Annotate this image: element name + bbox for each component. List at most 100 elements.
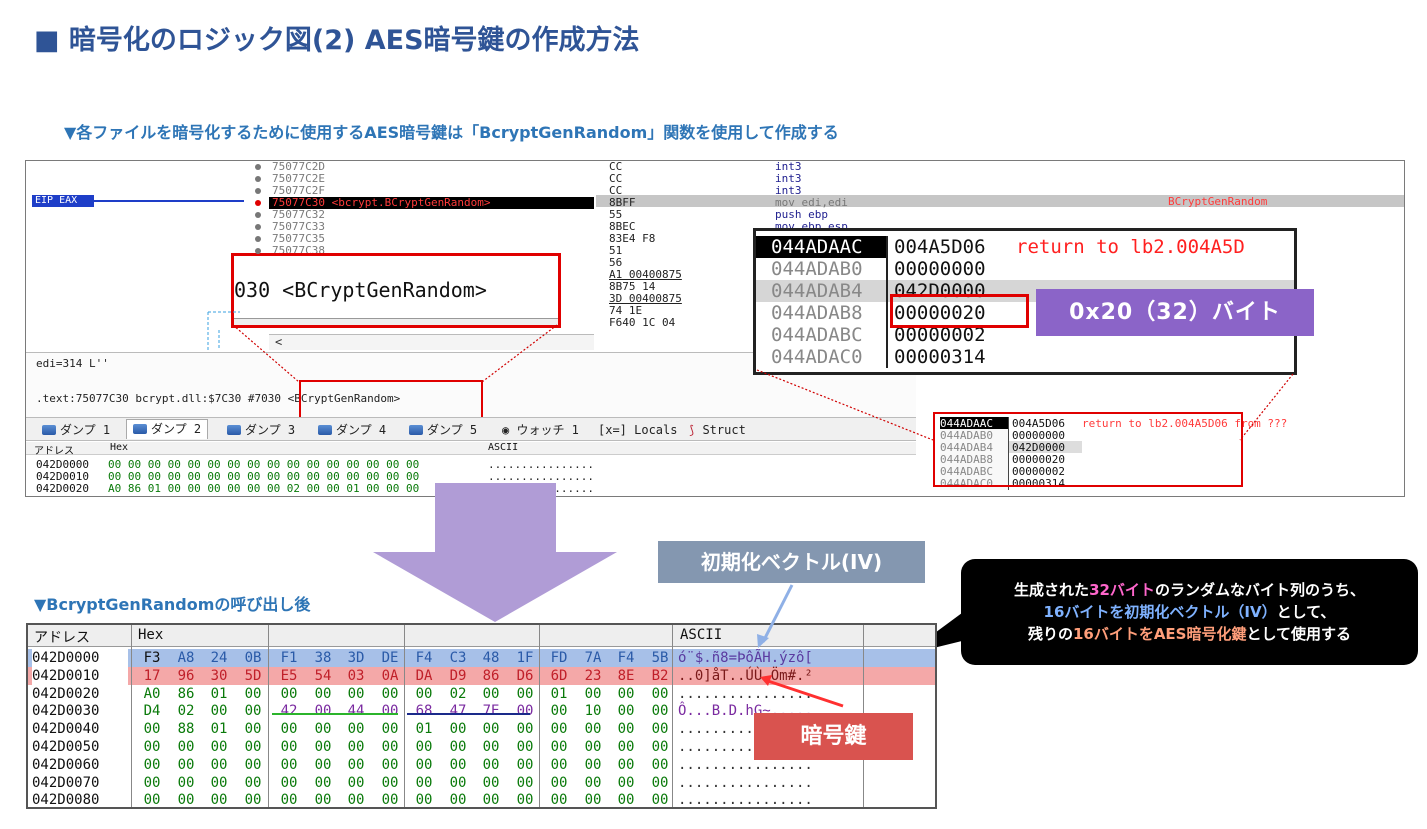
- disasm-address[interactable]: 75077C38: [272, 245, 325, 257]
- disasm-bytes: 8B75 14: [609, 281, 656, 293]
- function-zoom-text: 030 <BCryptGenRandom>: [234, 278, 487, 302]
- struct-icon: ⟆: [688, 423, 703, 437]
- size-value-highlight: [890, 294, 1029, 328]
- disasm-bytes: 51: [609, 245, 623, 257]
- horizontal-scrollbar[interactable]: <: [269, 334, 594, 350]
- dump-icon: [318, 425, 332, 435]
- info-line-2: .text:75077C30 bcrypt.dll:$7C30 #7030 <B…: [36, 392, 401, 405]
- disasm-bytes: 8BEC: [609, 221, 636, 233]
- tab-dump-2[interactable]: ダンプ 2: [126, 419, 209, 439]
- eip-arrow-line: [94, 200, 244, 202]
- breakpoint-dot[interactable]: [255, 212, 261, 218]
- disasm-bytes: CC: [609, 173, 623, 185]
- disasm-address[interactable]: 75077C33: [272, 221, 325, 233]
- breakpoint-dot[interactable]: [255, 200, 261, 206]
- size-label: 0x20（32）バイト: [1036, 289, 1314, 336]
- explanation-callout: 生成された32バイトのランダムなバイト列のうち、 16バイトを初期化ベクトル（I…: [961, 559, 1418, 665]
- tab-watch-1[interactable]: ◉ ウォッチ 1: [502, 423, 579, 437]
- eip-label: EIP EAX: [32, 195, 94, 207]
- disasm-instruction: int3: [775, 173, 802, 185]
- disasm-bytes: F640 1C 04: [609, 317, 676, 329]
- dump-icon: [409, 425, 423, 435]
- dump-icon: [227, 425, 241, 435]
- dump-small-header: アドレス Hex ASCII: [26, 442, 916, 457]
- callout-line-1: 生成された32バイトのランダムなバイト列のうち、: [1014, 581, 1365, 599]
- dump-tabs: ダンプ 1 ダンプ 2 ダンプ 3 ダンプ 4 ダンプ 5 ◉ ウォッチ 1 […: [26, 417, 916, 441]
- tab-dump-1[interactable]: ダンプ 1: [36, 421, 116, 441]
- callout-line-2: 16バイトを初期化ベクトル（IV）として、: [1043, 603, 1336, 621]
- hex-dump-header: アドレス Hex ASCII: [28, 625, 935, 647]
- zoom-scrollbar: [234, 318, 558, 325]
- function-comment: BCryptGenRandom: [1168, 195, 1268, 208]
- breakpoint-dot[interactable]: [255, 224, 261, 230]
- dump-icon: [133, 424, 147, 434]
- disasm-bytes: CC: [609, 185, 623, 197]
- scroll-left-icon[interactable]: <: [275, 335, 283, 349]
- function-zoom-box: 030 <BCryptGenRandom>: [231, 253, 561, 328]
- watch-icon: ◉: [502, 423, 517, 437]
- tab-locals[interactable]: [x=] Locals: [598, 423, 678, 437]
- disasm-address[interactable]: 75077C35: [272, 233, 325, 245]
- tab-dump-3[interactable]: ダンプ 3: [221, 421, 301, 441]
- subtitle-bottom: ▼BcryptGenRandomの呼び出し後: [34, 595, 311, 614]
- tab-dump-5[interactable]: ダンプ 5: [403, 421, 483, 441]
- page-title: ■ 暗号化のロジック図(2) AES暗号鍵の作成方法: [34, 25, 640, 56]
- breakpoint-dot[interactable]: [255, 164, 261, 170]
- disasm-bytes: A1 00400875: [609, 269, 682, 281]
- disasm-address[interactable]: 75077C2E: [272, 173, 325, 185]
- breakpoint-dot[interactable]: [255, 188, 261, 194]
- disasm-instruction: mov edi,edi: [775, 197, 848, 209]
- disasm-instruction: mov ebp,esp: [775, 221, 848, 233]
- disasm-bytes: 3D 00400875: [609, 293, 682, 305]
- disasm-instruction: push ebp: [775, 209, 828, 221]
- disasm-bytes: 83E4 F8: [609, 233, 656, 245]
- disasm-bytes: 56: [609, 257, 623, 269]
- disasm-bytes: CC: [609, 161, 623, 173]
- current-instruction-bar: [596, 195, 1404, 207]
- breakpoint-dot[interactable]: [255, 236, 261, 242]
- down-arrow: [373, 483, 617, 622]
- breakpoint-dot[interactable]: [255, 176, 261, 182]
- disasm-instruction: int3: [775, 161, 802, 173]
- disasm-address[interactable]: 75077C2D: [272, 161, 325, 173]
- key-arrow: [767, 679, 844, 708]
- stack-highlight-box: [933, 412, 1243, 487]
- disasm-bytes: 8BFF: [609, 197, 636, 209]
- disasm-address[interactable]: 75077C32: [272, 209, 325, 221]
- callout-line-3: 残りの16バイトをAES暗号化鍵として使用する: [1027, 625, 1352, 643]
- tab-struct[interactable]: ⟆ Struct: [688, 423, 746, 437]
- disasm-bytes: 74 1E: [609, 305, 643, 317]
- tab-dump-4[interactable]: ダンプ 4: [312, 421, 392, 441]
- disasm-address[interactable]: 75077C30 <bcrypt.BCryptGenRandom>: [269, 197, 594, 209]
- subtitle-top: ▼各ファイルを暗号化するために使用するAES暗号鍵は「BcryptGenRand…: [64, 123, 839, 142]
- breakpoint-dot[interactable]: [255, 248, 261, 254]
- disasm-address[interactable]: 75077C2F: [272, 185, 325, 197]
- disasm-instruction: int3: [775, 185, 802, 197]
